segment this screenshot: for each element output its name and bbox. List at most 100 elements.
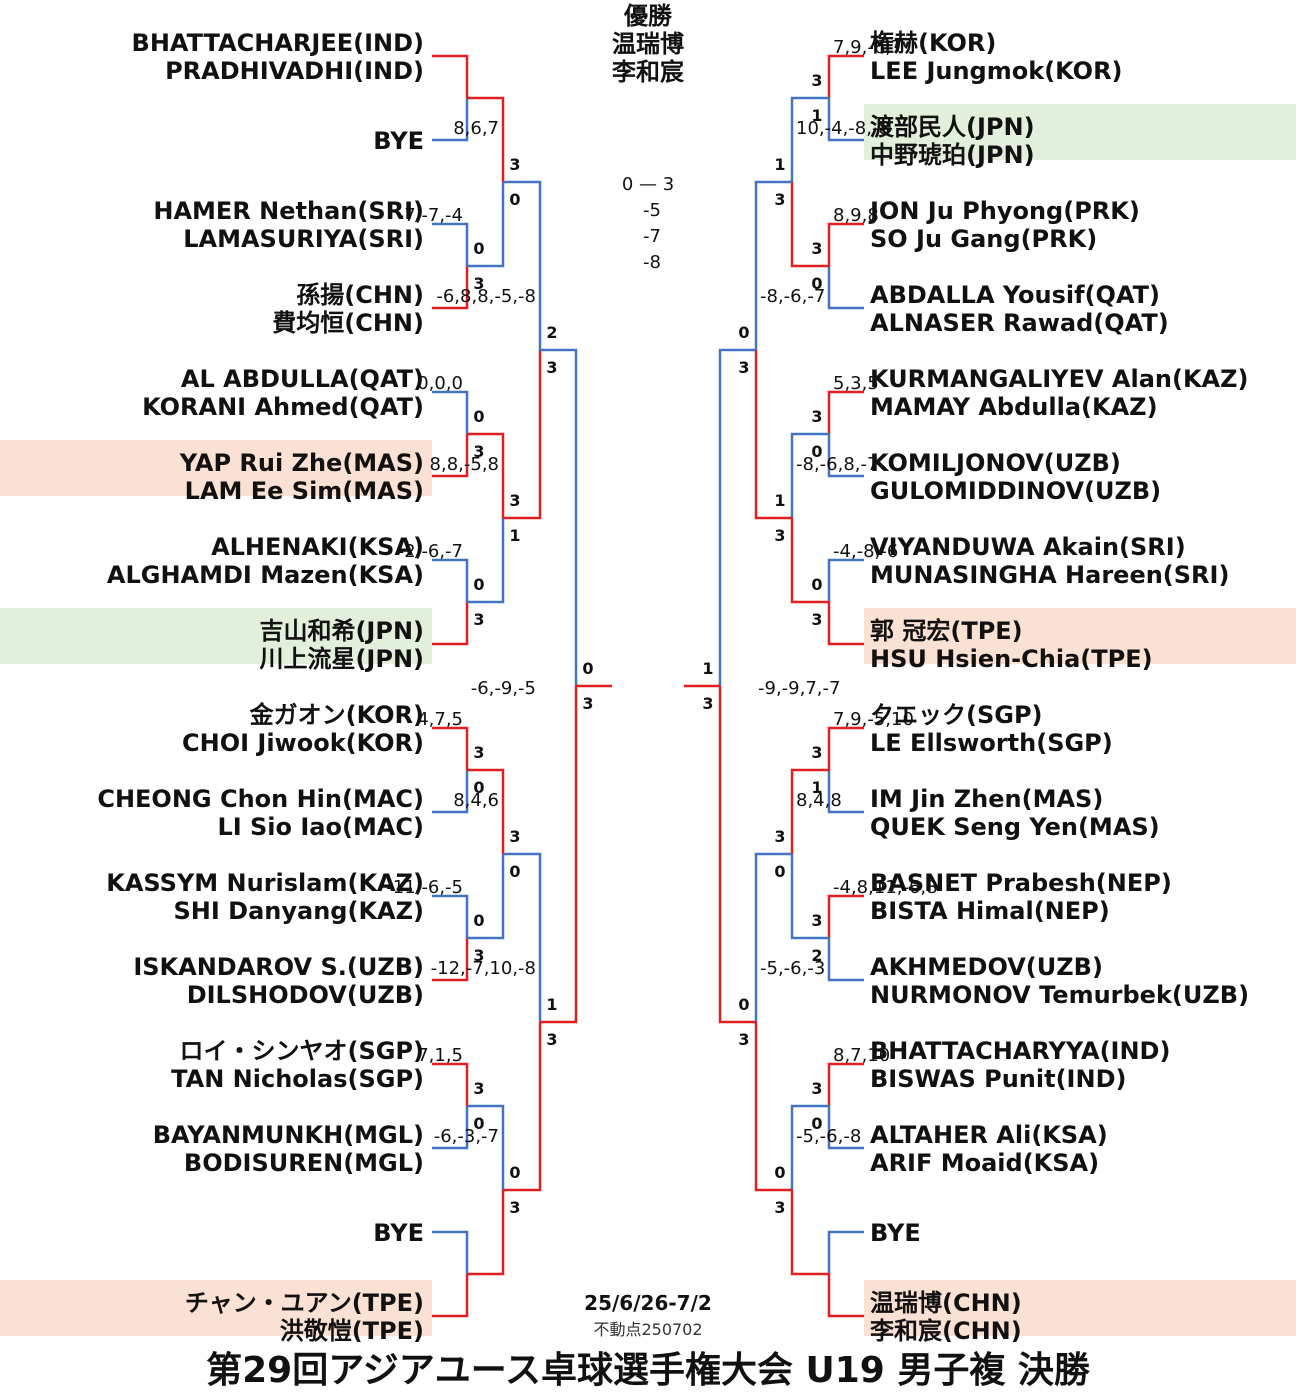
highlight-box	[864, 104, 1296, 160]
game-scores: 0,0,0	[417, 373, 463, 394]
final-game-2: -7	[643, 226, 661, 247]
player-name: PRADHIVADHI(IND)	[165, 57, 424, 85]
game-scores: -6,8,8,-5,-8	[436, 286, 536, 307]
bracket-labels: BHATTACHARJEE(IND)PRADHIVADHI(IND)BYEHAM…	[97, 29, 1249, 1345]
final-result: 0 — 3	[622, 174, 674, 195]
score-top: 1	[546, 995, 557, 1014]
game-scores: -9,-9,7,-7	[758, 678, 840, 699]
bracket-line	[827, 558, 864, 602]
bracket-line	[790, 182, 829, 268]
score-bottom: 3	[774, 1198, 785, 1217]
game-scores: 7,9,-6,7	[833, 37, 902, 58]
score-bottom: 3	[473, 946, 484, 965]
score-top: 0	[473, 239, 484, 258]
game-scores: -8,-6,8,-7	[796, 454, 878, 475]
game-scores: -4,-8,-6	[833, 541, 898, 562]
update-stamp: 不動点250702	[593, 1320, 702, 1339]
score-top: 3	[774, 827, 785, 846]
final-score: 0 — 3 -5 -7 -8	[622, 174, 674, 273]
event-dates: 25/6/26-7/2	[584, 1291, 712, 1315]
bracket-line	[827, 266, 864, 310]
bracket-lines	[432, 54, 864, 1318]
player-name: TAN Nicholas(SGP)	[171, 1065, 424, 1093]
player-name: QUEK Seng Yen(MAS)	[870, 813, 1160, 841]
bracket-line	[432, 894, 469, 938]
score-top: 1	[774, 155, 785, 174]
champion-label: 優勝	[623, 2, 673, 30]
bracket-line	[827, 1106, 864, 1150]
score-bottom: 3	[774, 190, 785, 209]
highlight-box	[0, 1280, 432, 1336]
bracket-line	[432, 1062, 469, 1106]
player-name: BISTA Himal(NEP)	[870, 897, 1110, 925]
game-scores: -7,-7,-4	[398, 205, 463, 226]
score-top: 2	[546, 323, 557, 342]
player-name: CHOI Jiwook(KOR)	[182, 729, 424, 757]
bracket-line	[432, 98, 469, 142]
bracket-line	[540, 348, 578, 686]
bracket-line	[432, 1230, 469, 1274]
game-scores: -11,-6,-5	[386, 877, 463, 898]
player-name: 李和宸(CHN)	[870, 1317, 1022, 1345]
player-name: MUNASINGHA Hareen(SRI)	[870, 561, 1229, 589]
player-name: 渡部民人(JPN)	[870, 113, 1035, 141]
game-scores: 10,-4,-8,-8	[796, 118, 890, 139]
game-scores: -4,8,11,-6,8	[833, 877, 938, 898]
score-top: 3	[811, 407, 822, 426]
champion-player-1: 温瑞博	[612, 30, 684, 58]
bracket-line	[754, 180, 792, 350]
score-top: 3	[473, 743, 484, 762]
player-name: LEE Jungmok(KOR)	[870, 57, 1123, 85]
highlight-box	[864, 1280, 1296, 1336]
player-name: JON Ju Phyong(PRK)	[868, 197, 1140, 225]
player-name: 川上流星(JPN)	[259, 645, 424, 673]
player-name: LAMASURIYA(SRI)	[183, 225, 424, 253]
game-scores: -2,-6,-7	[398, 541, 463, 562]
champion-player-2: 李和宸	[612, 58, 685, 86]
score-bottom: 3	[473, 442, 484, 461]
score-top: 3	[811, 743, 822, 762]
bracket-line	[827, 390, 864, 434]
score-top: 0	[582, 659, 593, 678]
score-top: 3	[811, 71, 822, 90]
score-top: 0	[738, 323, 749, 342]
bracket-line	[827, 894, 864, 938]
player-name: VIYANDUWA Akain(SRI)	[870, 533, 1186, 561]
bracket-line	[467, 768, 505, 854]
bracket-line	[827, 54, 864, 98]
score-bottom: 3	[473, 610, 484, 629]
bracket-line	[827, 1274, 864, 1318]
player-name: AL ABDULLA(QAT)	[181, 365, 424, 393]
player-name: BYE	[870, 1219, 921, 1247]
player-name: クエック(SGP)	[870, 701, 1043, 729]
score-bottom: 0	[473, 1114, 484, 1133]
score-bottom: 3	[509, 1198, 520, 1217]
score-bottom: 1	[811, 106, 822, 125]
bracket-line	[790, 432, 829, 518]
bracket-line	[827, 98, 864, 142]
game-scores: -8,-6,-7	[760, 286, 825, 307]
bracket-line	[467, 432, 505, 518]
player-name: 郭 冠宏(TPE)	[870, 617, 1023, 645]
bracket-line	[827, 1230, 864, 1274]
player-name: SO Ju Gang(PRK)	[870, 225, 1097, 253]
bracket-line	[790, 768, 829, 854]
bracket-line	[432, 434, 469, 478]
player-name: IM Jin Zhen(MAS)	[870, 785, 1103, 813]
score-bottom: 3	[546, 1030, 557, 1049]
score-bottom: 3	[738, 1030, 749, 1049]
player-name: 費均恒(CHN)	[272, 309, 424, 337]
score-bottom: 3	[546, 358, 557, 377]
game-scores: 8,9,8	[833, 205, 879, 226]
player-name: ALNASER Rawad(QAT)	[870, 309, 1169, 337]
player-name: 中野琥珀(JPN)	[870, 141, 1035, 169]
highlight-box	[0, 608, 432, 664]
score-bottom: 1	[811, 778, 822, 797]
player-name: BYE	[373, 1219, 424, 1247]
score-top: 0	[509, 1163, 520, 1182]
player-name: 洪敬愷(TPE)	[280, 1317, 424, 1345]
player-name: GULOMIDDINOV(UZB)	[870, 477, 1161, 505]
